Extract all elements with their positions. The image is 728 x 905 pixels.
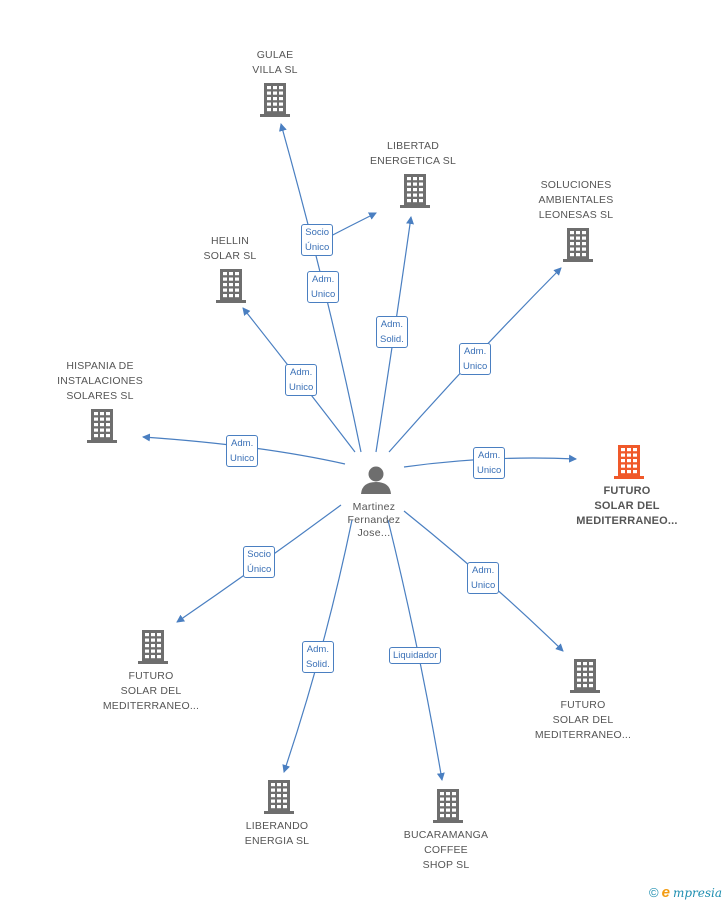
company-label-libertad[interactable]: LIBERTAD ENERGETICA SL xyxy=(323,139,503,169)
company-label-hellin[interactable]: HELLIN SOLAR SL xyxy=(140,234,320,264)
brand-initial: e xyxy=(661,884,670,901)
company-label-line: LIBERANDO xyxy=(245,820,309,832)
company-label-futuro-main[interactable]: FUTURO SOLAR DEL MEDITERRANEO... xyxy=(537,484,717,529)
company-label-line: MEDITERRANEO... xyxy=(576,515,678,527)
edge-label-adm-unico-futuro-main[interactable]: Adm. Unico xyxy=(473,447,506,479)
icons-layer xyxy=(87,83,644,823)
company-label-line: SOLAR DEL xyxy=(120,685,182,697)
edge-label-line: Adm. xyxy=(306,644,329,655)
company-label-line: SOLAR SL xyxy=(203,250,257,262)
building-icon[interactable] xyxy=(563,228,593,262)
edge-label-line: Unico xyxy=(477,465,502,476)
edge-label-line: Unico xyxy=(311,289,336,300)
edge-label-line: Liquidador xyxy=(393,649,438,661)
company-label-line: INSTALACIONES xyxy=(57,375,143,387)
company-label-soluciones[interactable]: SOLUCIONES AMBIENTALES LEONESAS SL xyxy=(486,178,666,223)
edge-label-line: Adm. xyxy=(380,319,403,330)
company-label-line: FUTURO xyxy=(603,485,651,497)
edge-label-line: Unico xyxy=(471,580,496,591)
company-label-line: VILLA SL xyxy=(252,64,298,76)
building-icon[interactable] xyxy=(260,83,290,117)
edge-label-line: Adm. xyxy=(312,274,335,285)
edge-label-line: Unico xyxy=(463,361,488,372)
company-label-line: ENERGIA SL xyxy=(244,835,310,847)
edge-label-line: Adm. xyxy=(478,450,501,461)
company-label-bucaramanga[interactable]: BUCARAMANGA COFFEE SHOP SL xyxy=(356,828,536,873)
building-icon[interactable] xyxy=(400,174,430,208)
company-label-hispania[interactable]: HISPANIA DE INSTALACIONES SOLARES SL xyxy=(10,359,190,404)
edge-label-line: Socio xyxy=(247,549,272,560)
edge-label-line: Unico xyxy=(230,453,255,464)
brand-name: mpresia xyxy=(672,885,722,900)
edge-label-adm-solid-libertad[interactable]: Adm. Solid. xyxy=(376,316,408,348)
edge-label-line: Adm. xyxy=(290,367,313,378)
building-icon[interactable] xyxy=(138,630,168,664)
edge-label-adm-solid-liberando[interactable]: Adm. Solid. xyxy=(302,641,334,673)
edge-label-line: Solid. xyxy=(380,334,404,345)
company-label-line: GULAE xyxy=(256,49,294,61)
company-label-line: SOLAR DEL xyxy=(594,500,660,512)
edge-label-line: Socio xyxy=(305,227,330,238)
edge-label-adm-unico-gulae[interactable]: Adm. Unico xyxy=(307,271,340,303)
company-label-futuro-left[interactable]: FUTURO SOLAR DEL MEDITERRANEO... xyxy=(61,669,241,714)
edge-label-line: Único xyxy=(305,242,330,253)
company-label-line: AMBIENTALES xyxy=(538,194,614,206)
company-label-line: HISPANIA DE xyxy=(66,360,134,372)
person-label-line: Jose... xyxy=(357,527,391,539)
company-label-futuro-right[interactable]: FUTURO SOLAR DEL MEDITERRANEO... xyxy=(493,698,673,743)
company-label-line: FUTURO xyxy=(128,670,174,682)
person-icon[interactable] xyxy=(361,466,391,495)
edge-label-adm-unico-soluciones[interactable]: Adm. Unico xyxy=(459,343,492,375)
building-icon[interactable] xyxy=(433,789,463,823)
company-label-line: MEDITERRANEO... xyxy=(102,700,200,712)
person-label-line: Martinez xyxy=(352,501,396,513)
building-icon[interactable] xyxy=(87,409,117,443)
company-label-line: SOLARES SL xyxy=(66,390,134,402)
company-label-line: FUTURO xyxy=(560,699,606,711)
edge-label-adm-unico-hellin[interactable]: Adm. Unico xyxy=(285,364,318,396)
company-label-line: SHOP SL xyxy=(422,859,470,871)
company-label-gulae[interactable]: GULAE VILLA SL xyxy=(185,48,365,78)
company-label-line: LEONESAS SL xyxy=(538,209,614,221)
edge-label-line: Solid. xyxy=(306,659,330,670)
company-label-line: BUCARAMANGA xyxy=(403,829,489,841)
company-label-line: COFFEE xyxy=(424,844,468,856)
building-icon[interactable] xyxy=(216,269,246,303)
company-label-line: LIBERTAD xyxy=(387,140,439,152)
edge-label-adm-unico-hispania[interactable]: Adm. Unico xyxy=(226,435,259,467)
company-label-line: SOLAR DEL xyxy=(552,714,614,726)
company-label-line: MEDITERRANEO... xyxy=(534,729,632,741)
company-label-liberando[interactable]: LIBERANDO ENERGIA SL xyxy=(187,819,367,849)
copyright-icon: © xyxy=(649,885,659,900)
company-label-line: SOLUCIONES xyxy=(540,179,612,191)
building-icon[interactable] xyxy=(570,659,600,693)
person-label-line: Fernandez xyxy=(347,514,401,526)
edge-label-line: Adm. xyxy=(472,565,495,576)
edge-label-adm-unico-futuro-right[interactable]: Adm. Unico xyxy=(467,562,500,594)
company-label-line: HELLIN xyxy=(211,235,249,247)
building-icon[interactable] xyxy=(614,445,644,479)
company-label-line: ENERGETICA SL xyxy=(369,155,457,167)
edge-label-line: Único xyxy=(247,564,272,575)
building-icon[interactable] xyxy=(264,780,294,814)
edge-label-liquidador-bucaramanga[interactable]: Liquidador xyxy=(389,646,442,664)
edge-label-line: Adm. xyxy=(231,438,254,449)
edge-label-line: Adm. xyxy=(464,346,487,357)
edge-label-line: Unico xyxy=(289,382,314,393)
